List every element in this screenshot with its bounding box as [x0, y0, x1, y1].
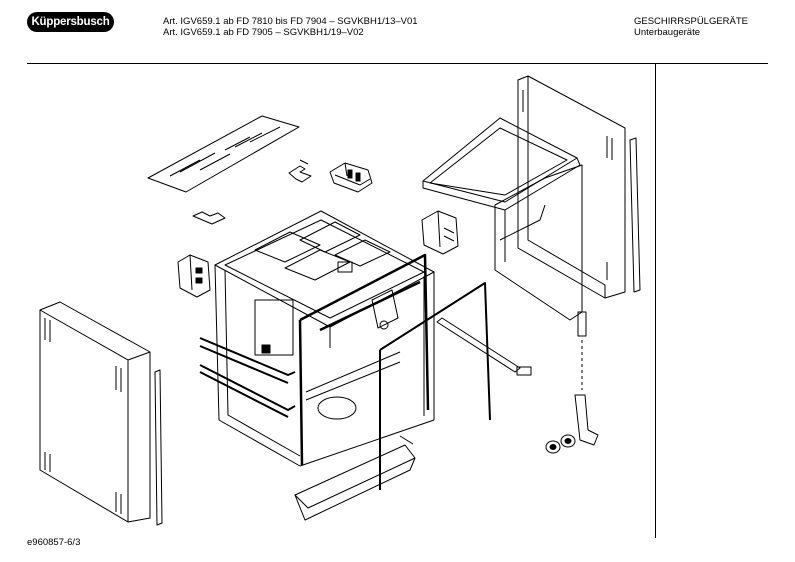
right-side-panel: [517, 75, 626, 299]
side-rails-left: [199, 337, 296, 418]
article-info: Art. IGV659.1 ab FD 7810 bis FD 7904 – S…: [163, 16, 418, 38]
margin-divider: [655, 63, 656, 538]
brand-logo: Küppersbusch: [27, 12, 114, 32]
insulation-strip: [147, 115, 300, 193]
door-gasket: [379, 282, 491, 490]
spray-bar: [436, 317, 532, 376]
door-frame-rails: [298, 253, 430, 466]
article-line-2: Art. IGV659.1 ab FD 7905 – SGVKBH1/19–V0…: [163, 27, 364, 38]
drawing-number: e960857-6/3: [27, 537, 81, 548]
right-panel-strip: [629, 137, 641, 293]
dishwasher-tub: [214, 210, 435, 467]
header-divider: [27, 63, 768, 64]
left-side-panel: [39, 301, 151, 523]
small-bracket-top: [288, 159, 312, 183]
hinge-clip-top: [329, 162, 373, 193]
category-info: GESCHIRRSPÜLGERÄTE Unterbaugeräte: [634, 16, 748, 38]
small-bracket-left: [192, 211, 226, 225]
hose-seals: [545, 434, 576, 454]
drain-hose: [574, 311, 599, 446]
kick-plate: [294, 435, 416, 521]
hinge-clip-right: [421, 210, 459, 255]
rear-panel: [494, 164, 583, 321]
article-line-1: Art. IGV659.1 ab FD 7810 bis FD 7904 – S…: [163, 16, 418, 27]
hinge-clip-left: [177, 254, 211, 298]
top-lid: [422, 117, 581, 211]
subcategory-title: Unterbaugeräte: [634, 27, 701, 38]
left-panel-strip: [154, 369, 163, 526]
category-title: GESCHIRRSPÜLGERÄTE: [634, 16, 749, 27]
